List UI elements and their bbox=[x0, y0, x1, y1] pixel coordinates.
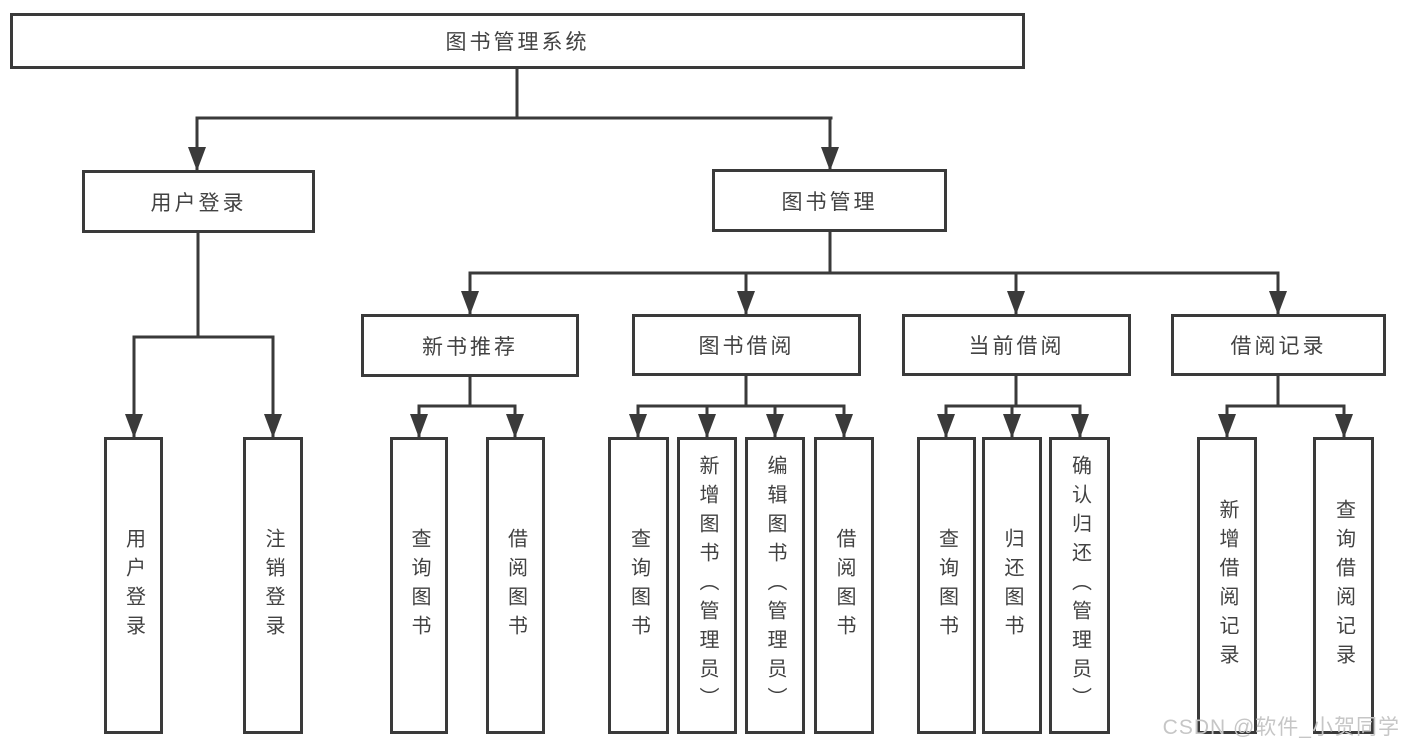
node-user-login: 用户登录 bbox=[82, 170, 315, 233]
node-leaf-add-book-admin: 新增图书（管理员） bbox=[677, 437, 737, 734]
watermark-text: CSDN @软件_小贺同学 bbox=[1162, 716, 1400, 739]
node-label: 新书推荐 bbox=[422, 335, 518, 359]
node-leaf-query-borrow-record: 查询借阅记录 bbox=[1313, 437, 1374, 734]
connector-user-login bbox=[125, 230, 282, 439]
node-leaf-user-login: 用户登录 bbox=[104, 437, 163, 734]
node-label: 确认归还（管理员） bbox=[1068, 455, 1091, 716]
connector-new-book-recommend bbox=[410, 374, 524, 439]
node-label: 编辑图书（管理员） bbox=[764, 455, 786, 716]
node-leaf-add-borrow-record: 新增借阅记录 bbox=[1197, 437, 1257, 734]
node-leaf-borrow-books: 借阅图书 bbox=[814, 437, 874, 734]
node-label: 查询图书 bbox=[408, 527, 430, 644]
connector-book-management bbox=[461, 229, 1287, 316]
node-leaf-borrow-books-recommend: 借阅图书 bbox=[486, 437, 545, 734]
node-label: 新增借阅记录 bbox=[1216, 498, 1238, 673]
node-leaf-edit-book-admin: 编辑图书（管理员） bbox=[745, 437, 805, 734]
node-label: 查询图书 bbox=[627, 527, 650, 644]
node-leaf-confirm-return-admin: 确认归还（管理员） bbox=[1049, 437, 1110, 734]
node-label: 借阅记录 bbox=[1230, 335, 1327, 358]
node-current-borrow: 当前借阅 bbox=[902, 314, 1131, 376]
node-label: 图书管理系统 bbox=[445, 31, 590, 54]
node-label: 用户登录 bbox=[150, 191, 247, 215]
node-library-management-system: 图书管理系统 bbox=[10, 13, 1025, 69]
node-label: 归还图书 bbox=[1001, 527, 1023, 644]
node-label: 图书借阅 bbox=[698, 335, 795, 358]
connector-book-borrow bbox=[629, 373, 853, 439]
node-leaf-query-books-current: 查询图书 bbox=[917, 437, 976, 734]
node-label: 查询图书 bbox=[935, 527, 958, 644]
connector-root bbox=[188, 67, 839, 172]
connector-borrow-records bbox=[1218, 373, 1353, 439]
node-label: 注销登录 bbox=[262, 527, 284, 644]
node-label: 借阅图书 bbox=[504, 527, 527, 644]
node-label: 新增图书（管理员） bbox=[696, 455, 718, 716]
node-leaf-query-books-recommend: 查询图书 bbox=[390, 437, 448, 734]
node-book-borrow: 图书借阅 bbox=[632, 314, 861, 376]
node-new-book-recommend: 新书推荐 bbox=[361, 314, 579, 377]
node-label: 图书管理 bbox=[781, 190, 878, 214]
node-leaf-return-books: 归还图书 bbox=[982, 437, 1042, 734]
node-label: 借阅图书 bbox=[833, 527, 855, 644]
node-label: 用户登录 bbox=[122, 527, 145, 644]
node-label: 当前借阅 bbox=[968, 335, 1065, 358]
node-book-management: 图书管理 bbox=[712, 169, 947, 232]
node-leaf-logout: 注销登录 bbox=[243, 437, 303, 734]
node-borrow-records: 借阅记录 bbox=[1171, 314, 1386, 376]
node-leaf-query-books-borrow: 查询图书 bbox=[608, 437, 669, 734]
node-label: 查询借阅记录 bbox=[1332, 498, 1355, 673]
connector-current-borrow bbox=[937, 373, 1089, 439]
